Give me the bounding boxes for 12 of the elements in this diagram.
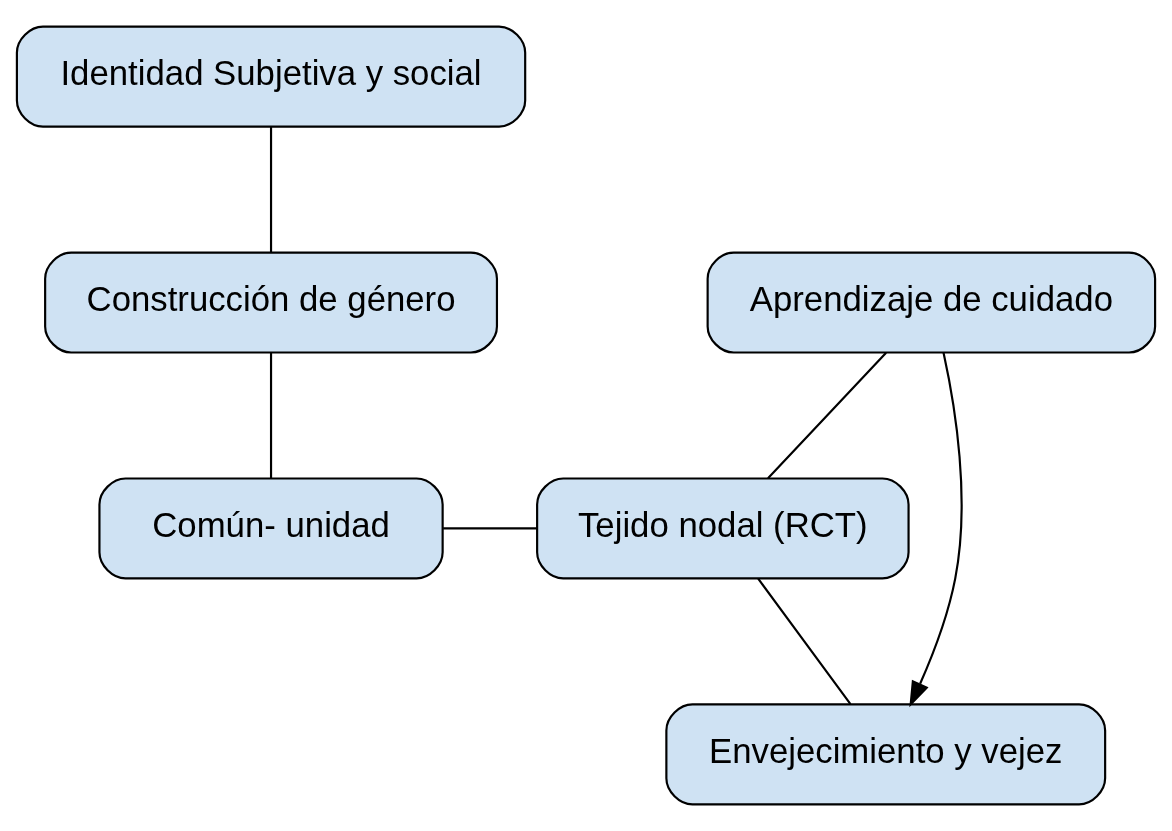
node-box: Construcción de género xyxy=(44,251,499,354)
node-box: Aprendizaje de cuidado xyxy=(706,251,1157,354)
connector xyxy=(767,352,887,480)
connector xyxy=(757,578,852,705)
connector xyxy=(269,126,273,253)
arrow xyxy=(909,352,963,708)
connector xyxy=(443,527,538,530)
node-box: Envejecimiento y vejez xyxy=(665,703,1107,806)
node-box: Identidad Subjetiva y social xyxy=(15,25,527,128)
node-box: Común- unidad xyxy=(98,477,444,580)
node-box: Tejido nodal (RCT) xyxy=(536,477,910,580)
connector xyxy=(269,352,273,479)
